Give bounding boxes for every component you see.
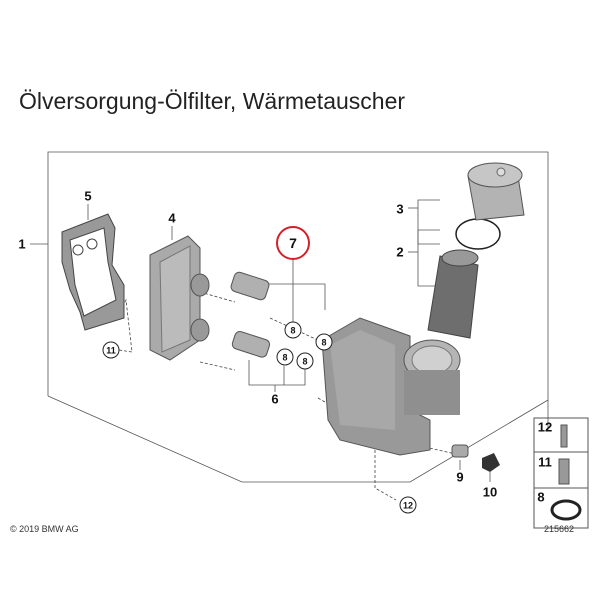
filter-cap-part-3	[467, 162, 525, 221]
callout-11[interactable]: 11	[102, 341, 120, 359]
callout-4[interactable]: 4	[168, 210, 176, 226]
connector-lower	[231, 330, 271, 358]
connector-part-10	[482, 453, 500, 472]
connector-upper	[230, 271, 270, 301]
callout-7-highlighted[interactable]: 7	[276, 226, 310, 260]
o-ring	[455, 218, 501, 250]
copyright: © 2019 BMW AG	[10, 524, 79, 534]
callout-8[interactable]: 8	[315, 333, 333, 351]
callout-2[interactable]: 2	[396, 244, 404, 260]
oil-filter-part-2	[427, 249, 479, 339]
callout-1[interactable]: 1	[18, 236, 26, 252]
callout-9[interactable]: 9	[456, 469, 464, 485]
side-box-label-8[interactable]: 8	[537, 489, 545, 505]
callout-8[interactable]: 8	[284, 321, 302, 339]
callout-7-text: 7	[289, 235, 297, 251]
callout-3[interactable]: 3	[396, 201, 404, 217]
page-title: Ölversorgung-Ölfilter, Wärmetauscher	[19, 88, 406, 114]
callout-12[interactable]: 12	[399, 496, 417, 514]
small-parts-box	[533, 417, 589, 529]
side-box-label-12[interactable]: 12	[537, 419, 553, 435]
sensor-part-9	[451, 444, 469, 458]
callout-10[interactable]: 10	[482, 484, 498, 500]
callout-5[interactable]: 5	[84, 188, 92, 204]
callout-8[interactable]: 8	[296, 352, 314, 370]
diagram-number: 215662	[544, 524, 575, 534]
callout-8[interactable]: 8	[276, 348, 294, 366]
side-box-label-11[interactable]: 11	[538, 454, 552, 470]
callout-6[interactable]: 6	[271, 391, 279, 407]
oil-filter-housing	[321, 317, 461, 456]
heat-exchanger-part-4	[149, 235, 210, 361]
gasket-part-5	[61, 213, 125, 331]
